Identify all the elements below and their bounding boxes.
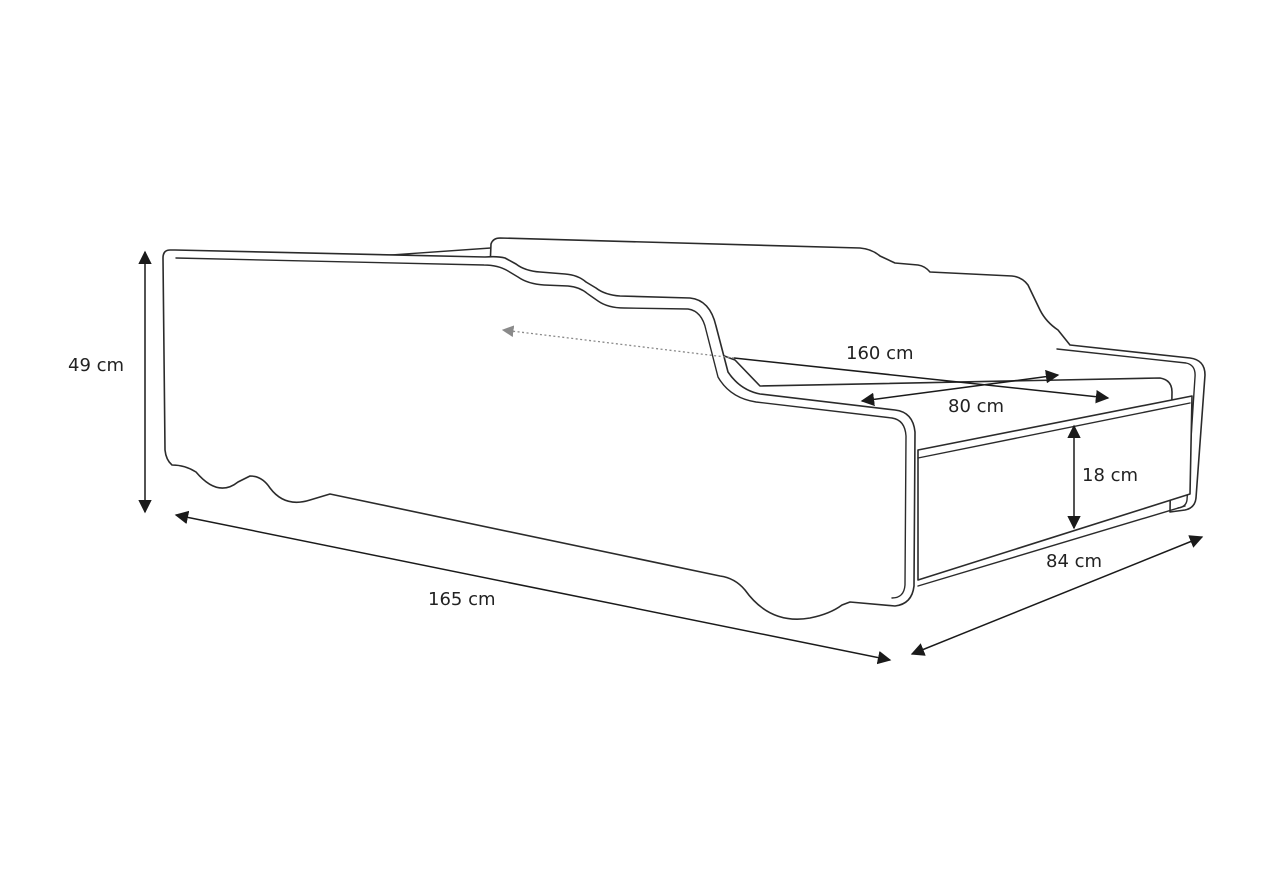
length-label: 165 cm: [428, 589, 496, 610]
mattress-width-label: 80 cm: [948, 396, 1004, 417]
dimension-labels: 49 cm 165 cm 84 cm 18 cm 160 cm 80 cm: [68, 343, 1138, 610]
bed-drawer-top-lip: [917, 402, 1191, 459]
height-label: 49 cm: [68, 355, 124, 376]
dimension-lines: [138, 250, 1204, 665]
mattress-width-dimension-arrow: [860, 369, 1060, 407]
drawer-height-label: 18 cm: [1082, 465, 1138, 486]
bed-front-panel-inner-edge: [175, 257, 907, 599]
width-label: 84 cm: [1046, 551, 1102, 572]
length-dimension-arrow: [174, 510, 892, 665]
mattress-length-dotted-arrow: [501, 325, 735, 359]
mattress-length-label: 160 cm: [846, 343, 914, 364]
width-dimension-arrow: [910, 535, 1204, 656]
